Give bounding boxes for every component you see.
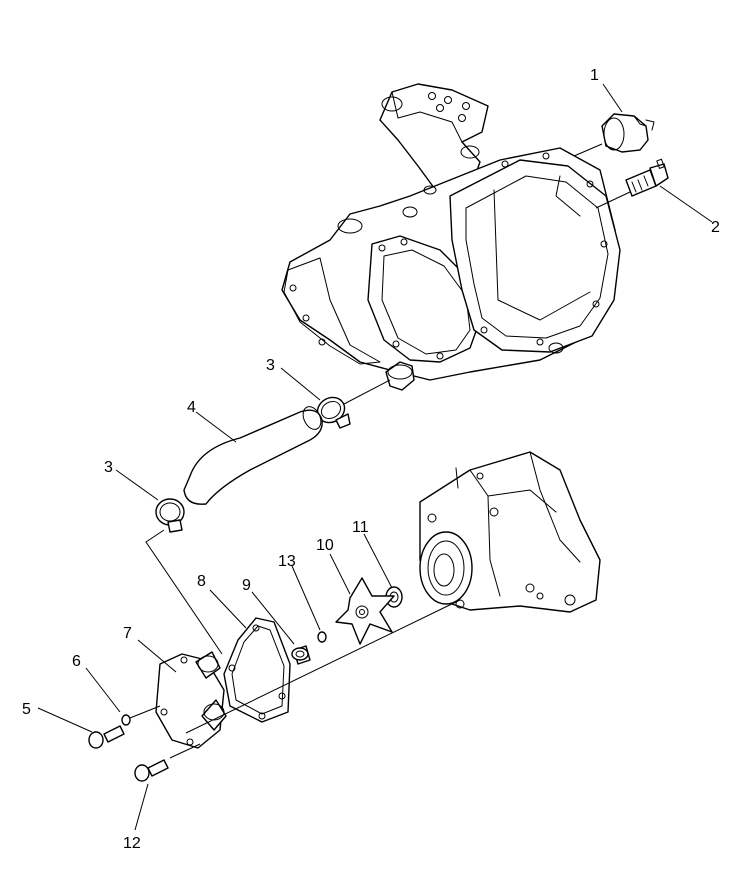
water-pump-cover [155, 651, 227, 749]
callout-5: 5 [22, 701, 31, 718]
callout-13: 13 [278, 553, 296, 570]
callout-4: 4 [187, 399, 196, 416]
water-pump-impeller [335, 577, 395, 645]
crankcase-housing [419, 451, 601, 613]
coolant-hose [183, 406, 323, 505]
cylinder-head-assembly [281, 83, 621, 391]
callout-7: 7 [123, 625, 132, 642]
bolt-5 [88, 725, 125, 749]
callout-12: 12 [123, 835, 141, 852]
callout-8: 8 [197, 573, 206, 590]
pump-gasket [223, 617, 291, 723]
callout-labels: 1 2 3 3 4 5 6 7 8 9 10 11 12 13 [22, 67, 720, 852]
assembly-lines [129, 143, 631, 759]
callout-3-lower: 3 [104, 459, 113, 476]
washer-13 [317, 631, 327, 643]
callout-3-upper: 3 [266, 357, 275, 374]
thermostat-cap [601, 113, 655, 153]
callout-10: 10 [316, 537, 334, 554]
callout-leaders [37, 83, 713, 831]
hose-clamp-lower [155, 498, 185, 533]
callout-9: 9 [242, 577, 251, 594]
callout-6: 6 [72, 653, 81, 670]
temperature-sensor [625, 158, 669, 197]
callout-1: 1 [590, 67, 599, 84]
callout-2: 2 [711, 219, 720, 236]
drain-plug [291, 645, 311, 665]
callout-11: 11 [352, 519, 369, 536]
washer-6 [121, 714, 131, 726]
bolt-12 [134, 759, 169, 782]
